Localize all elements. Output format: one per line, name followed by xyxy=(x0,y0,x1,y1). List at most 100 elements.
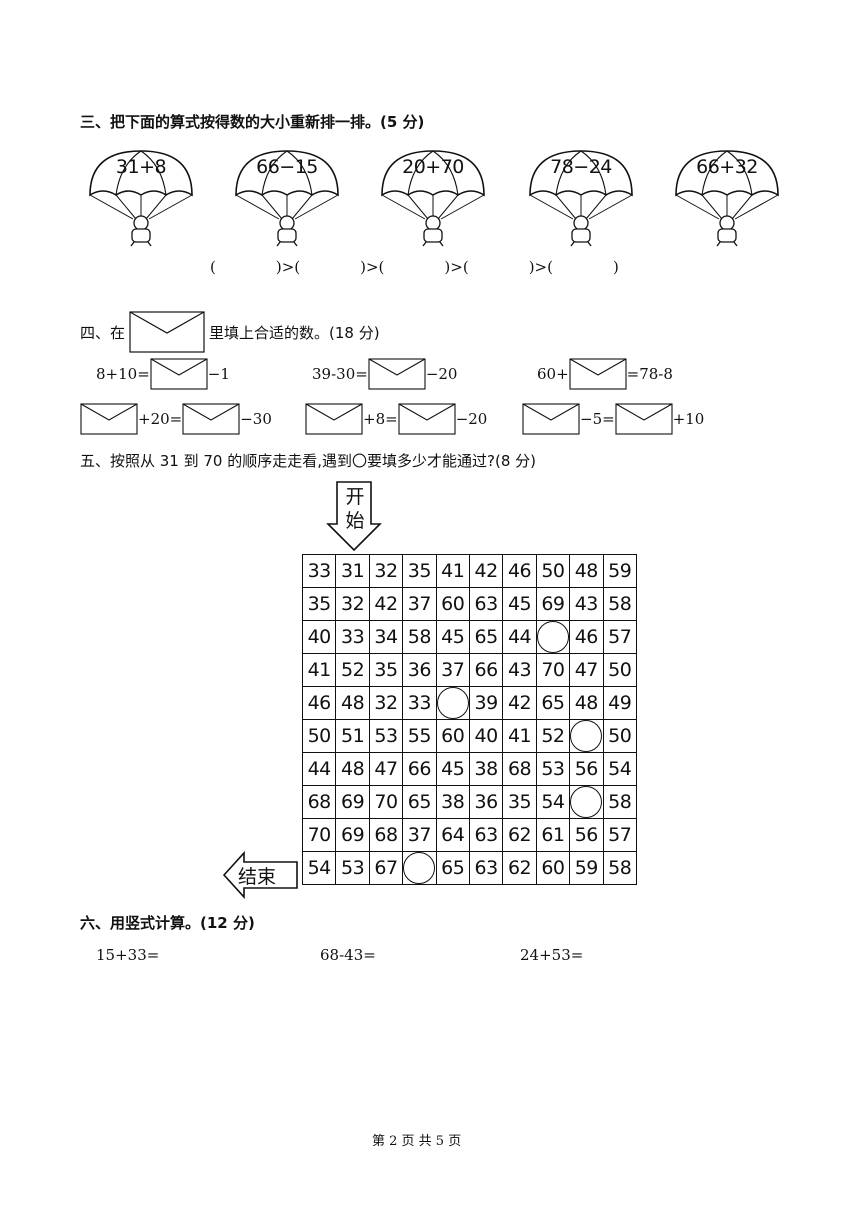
grid-cell: 37 xyxy=(402,818,437,852)
envelope-icon[interactable] xyxy=(522,403,580,435)
grid-cell: 59 xyxy=(569,851,604,885)
grid-cell: 41 xyxy=(502,719,537,753)
grid-cell: 57 xyxy=(602,620,637,654)
grid-cell: 44 xyxy=(301,752,337,786)
fill-text: 60+ xyxy=(537,365,569,383)
envelope-icon[interactable] xyxy=(368,358,426,390)
calc-problem: 15+33= xyxy=(96,946,160,964)
order-paren: ( xyxy=(210,258,216,276)
grid-cell: 60 xyxy=(535,851,571,885)
grid-cell: 65 xyxy=(402,785,437,819)
calc-problem: 24+53= xyxy=(520,946,584,964)
grid-cell: 70 xyxy=(368,785,404,819)
parachute-icon xyxy=(89,150,193,247)
section6-title: 六、用竖式计算。(12 分) xyxy=(80,914,255,932)
grid-cell: 45 xyxy=(435,752,470,786)
page-footer: 第 2 页 共 5 页 xyxy=(372,1134,462,1149)
grid-cell: 53 xyxy=(335,851,370,885)
grid-cell: 46 xyxy=(301,686,337,720)
grid-cell: 58 xyxy=(602,785,637,819)
grid-cell: 39 xyxy=(468,686,504,720)
envelope-icon[interactable] xyxy=(182,403,240,435)
grid-cell: 68 xyxy=(368,818,404,852)
grid-circle-blank[interactable] xyxy=(569,719,604,753)
grid-cell: 48 xyxy=(569,686,604,720)
order-gt: )>( xyxy=(444,258,469,276)
grid-circle-blank[interactable] xyxy=(535,620,571,654)
grid-cell: 57 xyxy=(602,818,637,852)
grid-cell: 50 xyxy=(602,653,637,687)
circle-icon xyxy=(403,852,436,884)
parachute-expression: 31+8 xyxy=(115,156,167,178)
order-gt: )>( xyxy=(360,258,385,276)
grid-cell: 52 xyxy=(535,719,571,753)
fill-text: +8= xyxy=(363,410,398,428)
fill-text: −20 xyxy=(455,410,488,428)
grid-cell: 56 xyxy=(569,752,604,786)
grid-cell: 56 xyxy=(569,818,604,852)
grid-cell: 48 xyxy=(335,686,370,720)
fill-item-6: −5= +10 xyxy=(522,403,704,435)
parachute-icon xyxy=(381,150,485,247)
fill-item-4: +20= −30 xyxy=(80,403,272,435)
envelope-icon xyxy=(129,311,205,353)
grid-cell: 50 xyxy=(535,554,571,588)
circle-icon xyxy=(570,720,603,752)
grid-cell: 48 xyxy=(335,752,370,786)
envelope-icon[interactable] xyxy=(305,403,363,435)
grid-cell: 32 xyxy=(368,554,404,588)
parachute: 78−24 xyxy=(526,147,636,247)
grid-cell: 38 xyxy=(435,785,470,819)
grid-circle-blank[interactable] xyxy=(435,686,470,720)
grid-cell: 64 xyxy=(435,818,470,852)
fill-text: +20= xyxy=(138,410,183,428)
envelope-icon[interactable] xyxy=(569,358,627,390)
grid-cell: 47 xyxy=(569,653,604,687)
grid-cell: 66 xyxy=(468,653,504,687)
section5-title: 五、按照从 31 到 70 的顺序走走看,遇到〇要填多少才能通过?(8 分) xyxy=(80,452,536,470)
grid-cell: 68 xyxy=(301,785,337,819)
grid-cell: 36 xyxy=(468,785,504,819)
start-arrow-icon xyxy=(326,481,382,552)
order-row: ()>()>()>()>() xyxy=(210,258,619,276)
parachute-icon xyxy=(529,150,633,247)
grid-cell: 68 xyxy=(502,752,537,786)
section4-title-after: 里填上合适的数。(18 分) xyxy=(209,323,380,342)
grid-cell: 45 xyxy=(502,587,537,621)
envelope-icon[interactable] xyxy=(398,403,456,435)
section3-title: 三、把下面的算式按得数的大小重新排一排。(5 分) xyxy=(80,113,425,131)
grid-cell: 35 xyxy=(502,785,537,819)
start-label: 开 始 xyxy=(342,485,368,533)
fill-text: −1 xyxy=(207,365,230,383)
grid-cell: 67 xyxy=(368,851,404,885)
grid-cell: 40 xyxy=(301,620,337,654)
fill-item-2: 39-30= −20 xyxy=(312,358,457,390)
grid-cell: 37 xyxy=(402,587,437,621)
parachute: 66+32 xyxy=(672,147,782,247)
parachute-icon xyxy=(235,150,339,247)
envelope-icon[interactable] xyxy=(615,403,673,435)
grid-cell: 59 xyxy=(602,554,637,588)
envelope-icon[interactable] xyxy=(80,403,138,435)
grid-cell: 54 xyxy=(301,851,337,885)
order-paren: ) xyxy=(612,258,619,276)
envelope-icon[interactable] xyxy=(150,358,208,390)
grid-cell: 40 xyxy=(468,719,504,753)
grid-circle-blank[interactable] xyxy=(402,851,437,885)
grid-cell: 42 xyxy=(502,686,537,720)
grid-circle-blank[interactable] xyxy=(569,785,604,819)
grid-cell: 65 xyxy=(435,851,470,885)
parachute: 20+70 xyxy=(378,147,488,247)
fill-text: 8+10= xyxy=(96,365,150,383)
grid-cell: 36 xyxy=(402,653,437,687)
fill-text: −5= xyxy=(580,410,615,428)
grid-cell: 70 xyxy=(301,818,337,852)
grid-cell: 54 xyxy=(602,752,637,786)
grid-cell: 63 xyxy=(468,818,504,852)
grid-cell: 53 xyxy=(535,752,571,786)
order-gt: )>( xyxy=(528,258,553,276)
